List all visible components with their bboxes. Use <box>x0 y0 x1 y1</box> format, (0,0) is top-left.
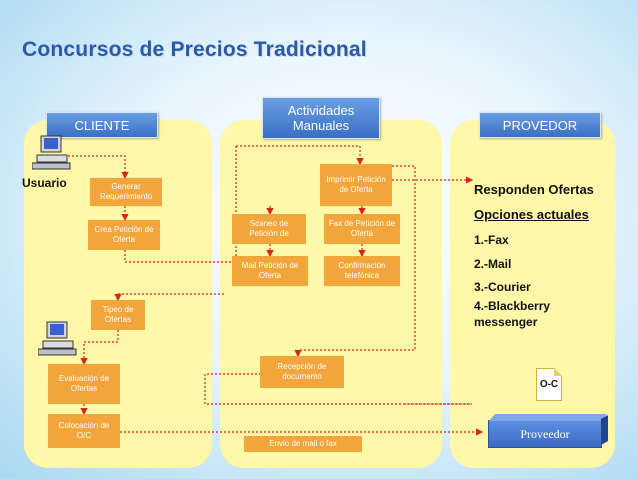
opcion-item: 1.-Fax <box>474 233 509 247</box>
step-generar-requerimiento: Generar Requerimiento <box>90 178 162 206</box>
step-colocacion-oc: Colocación de O/C <box>48 414 120 448</box>
opciones-actuales-label: Opciones actuales <box>474 207 589 222</box>
step-tipeo-ofertas: Tipeo de Ofertas <box>91 300 145 330</box>
opcion-item: 2.-Mail <box>474 257 512 271</box>
step-crea-peticion: Crea Petición de Oferta <box>88 220 160 250</box>
usuario-label: Usuario <box>22 176 67 190</box>
lane-proveedor <box>450 120 615 468</box>
step-mail-peticion: Mail Petición de Oferta <box>232 256 308 286</box>
step-fax-peticion: Fax de Petición de Oferta <box>324 214 400 244</box>
computer-icon <box>38 321 77 356</box>
proveedor-box: Proveedor <box>488 420 602 448</box>
opcion-item: 4.-Blackberry messenger <box>474 299 551 329</box>
step-evaluacion-ofertas: Evaluación de Ofertas <box>48 364 120 404</box>
step-scaneo-peticion: Scaneo de Petición de <box>232 214 306 244</box>
page-title: Concursos de Precios Tradicional <box>22 38 367 61</box>
step-envio-mail-fax: Envio de mail o fax <box>244 436 362 452</box>
opcion-item: 3.-Courier <box>474 280 531 294</box>
lane-header-cliente: CLIENTE <box>46 112 158 138</box>
step-recepcion-documento: Recepción de documento <box>260 356 344 388</box>
lane-header-actividades: Actividades Manuales <box>262 97 380 139</box>
purchase-order-document-icon: O-C <box>536 368 562 401</box>
lane-header-proveedor: PROVEDOR <box>479 112 601 138</box>
computer-icon <box>32 135 71 170</box>
step-confirmacion-telefonica: Confirmación telefónica <box>324 256 400 286</box>
responden-ofertas-label: Responden Ofertas <box>474 182 594 197</box>
step-imprimir-peticion: Imprimir Petición de Oferta <box>320 164 392 206</box>
